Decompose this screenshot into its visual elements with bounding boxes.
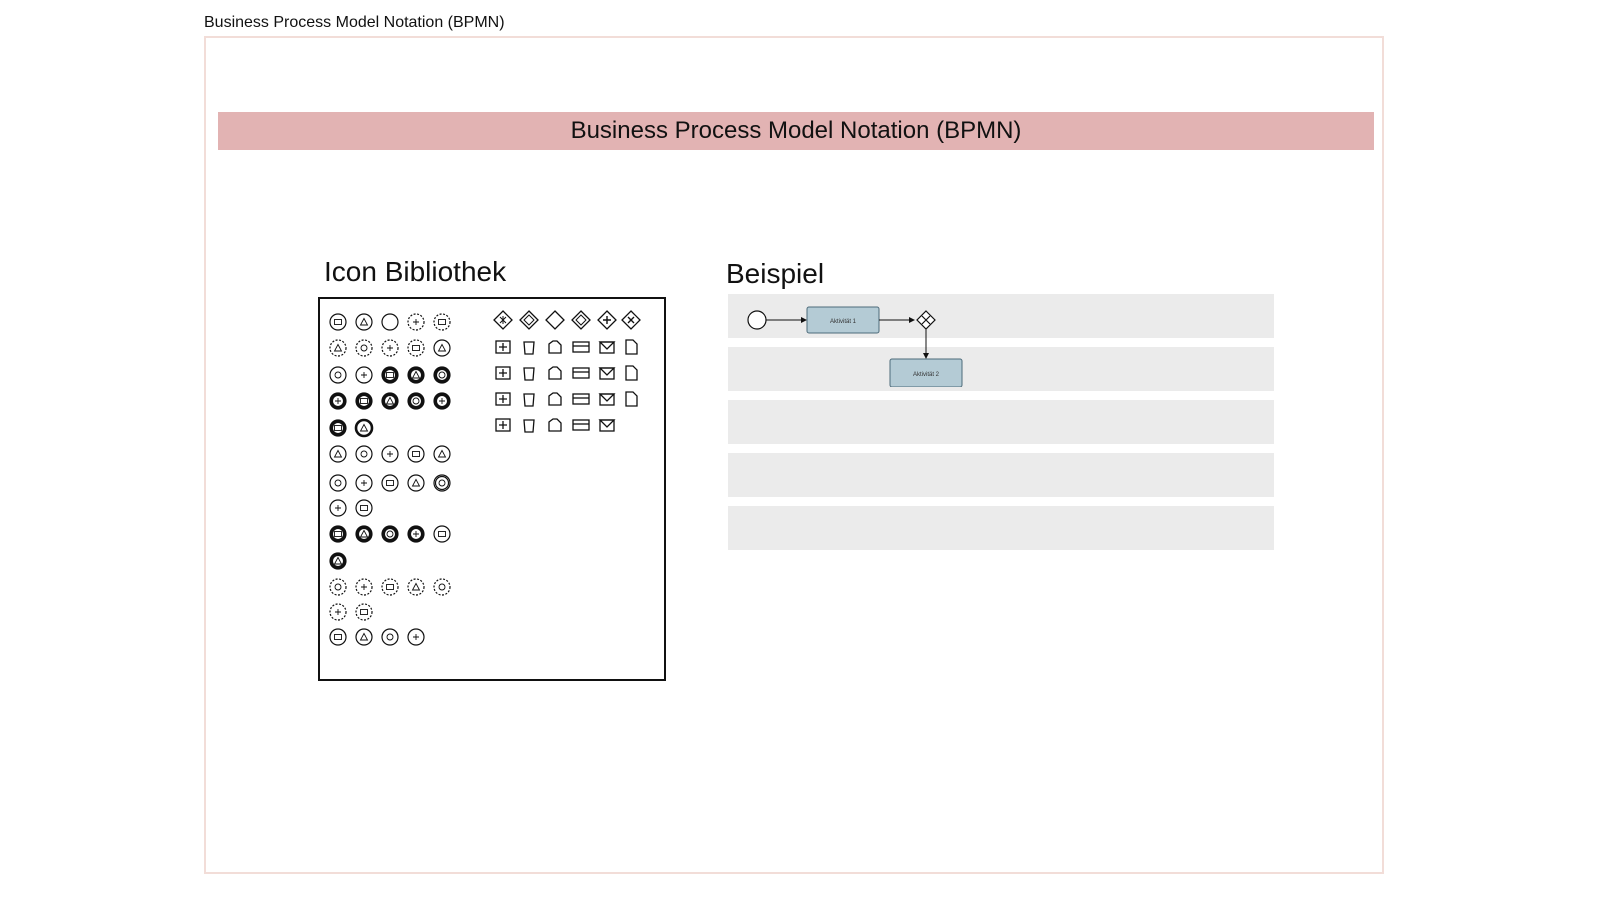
bpmn-marker-icon[interactable] [572,341,590,353]
bpmn-event-icon[interactable] [433,392,451,410]
bpmn-event-icon[interactable] [381,628,399,646]
bpmn-event-icon[interactable] [355,339,373,357]
bpmn-event-icon[interactable] [407,578,425,596]
bpmn-marker-icon[interactable] [598,393,616,406]
bpmn-marker-icon[interactable] [495,340,511,354]
bpmn-marker-icon[interactable] [523,367,535,381]
bpmn-marker-icon[interactable] [572,393,590,405]
bpmn-event-icon[interactable] [329,392,347,410]
bpmn-event-icon[interactable] [354,418,374,438]
bpmn-event-icon[interactable] [355,628,373,646]
bpmn-event-icon[interactable] [329,445,347,463]
bpmn-event-icon[interactable] [329,603,347,621]
bpmn-marker-icon[interactable] [548,418,562,432]
bpmn-event-icon[interactable] [381,474,399,492]
bpmn-event-icon[interactable] [407,474,425,492]
window-title: Business Process Model Notation (BPMN) [204,14,505,31]
bpmn-marker-icon[interactable] [598,367,616,380]
page-title-banner: Business Process Model Notation (BPMN) [218,112,1374,150]
bpmn-gateway-icon[interactable] [545,310,565,330]
bpmn-marker-icon[interactable] [523,341,535,355]
bpmn-event-icon[interactable] [407,366,425,384]
bpmn-event-icon[interactable] [433,578,451,596]
bpmn-marker-icon[interactable] [548,392,562,406]
pool-lane-4[interactable] [728,453,1274,497]
bpmn-event-icon[interactable] [381,313,399,331]
bpmn-event-icon[interactable] [433,366,451,384]
bpmn-event-icon[interactable] [407,525,425,543]
slide-canvas: Business Process Model Notation (BPMN) I… [204,36,1384,874]
bpmn-event-icon[interactable] [329,339,347,357]
bpmn-event-icon[interactable] [381,445,399,463]
bpmn-marker-icon[interactable] [495,418,511,432]
bpmn-marker-icon[interactable] [523,393,535,407]
bpmn-event-icon[interactable] [433,339,451,357]
bpmn-event-icon[interactable] [355,445,373,463]
task-activity-2[interactable] [889,358,963,387]
bpmn-event-icon[interactable] [433,525,451,543]
bpmn-event-icon[interactable] [433,474,451,492]
bpmn-gateway-icon[interactable] [493,310,513,330]
bpmn-marker-icon[interactable] [572,419,590,431]
bpmn-event-icon[interactable] [329,628,347,646]
pool-lane-2[interactable] [728,347,1274,391]
bpmn-event-icon[interactable] [433,313,451,331]
bpmn-event-icon[interactable] [355,525,373,543]
start-event-icon[interactable] [747,310,767,330]
bpmn-gateway-icon[interactable] [621,310,641,330]
bpmn-marker-icon[interactable] [625,365,638,381]
bpmn-event-icon[interactable] [355,313,373,331]
bpmn-event-icon[interactable] [407,445,425,463]
bpmn-event-icon[interactable] [407,313,425,331]
bpmn-event-icon[interactable] [329,419,347,437]
bpmn-event-icon[interactable] [329,499,347,517]
bpmn-marker-icon[interactable] [598,341,616,354]
icon-library-heading: Icon Bibliothek [324,256,507,287]
bpmn-gateway-icon[interactable] [597,310,617,330]
bpmn-gateway-icon[interactable] [519,310,539,330]
bpmn-event-icon[interactable] [355,578,373,596]
bpmn-event-icon[interactable] [329,578,347,596]
bpmn-event-icon[interactable] [407,628,425,646]
bpmn-event-icon[interactable] [355,499,373,517]
pool-lane-5[interactable] [728,506,1274,550]
bpmn-event-icon[interactable] [355,603,373,621]
bpmn-event-icon[interactable] [381,366,399,384]
bpmn-event-icon[interactable] [381,392,399,410]
bpmn-event-icon[interactable] [329,313,347,331]
bpmn-marker-icon[interactable] [572,367,590,379]
bpmn-marker-icon[interactable] [523,419,535,433]
bpmn-marker-icon[interactable] [625,339,638,355]
bpmn-event-icon[interactable] [355,474,373,492]
bpmn-marker-icon[interactable] [548,366,562,380]
icon-library-grid [329,310,641,646]
bpmn-event-icon[interactable] [433,445,451,463]
bpmn-event-icon[interactable] [329,525,347,543]
bpmn-event-icon[interactable] [381,578,399,596]
example-diagram: Aktivität 1 Aktivität 2 [747,306,963,387]
pool-lane-3[interactable] [728,400,1274,444]
bpmn-gateway-icon[interactable] [571,310,591,330]
bpmn-marker-icon[interactable] [625,391,638,407]
bpmn-event-icon[interactable] [355,366,373,384]
bpmn-marker-icon[interactable] [495,366,511,380]
bpmn-event-icon[interactable] [407,392,425,410]
bpmn-event-icon[interactable] [381,525,399,543]
bpmn-event-icon[interactable] [355,392,373,410]
bpmn-event-icon[interactable] [407,339,425,357]
bpmn-marker-icon[interactable] [548,340,562,354]
bpmn-event-icon[interactable] [329,552,347,570]
example-heading: Beispiel [726,258,825,289]
task-activity-1-label: Aktivität 1 [830,319,857,325]
bpmn-marker-icon[interactable] [598,419,616,432]
bpmn-event-icon[interactable] [329,474,347,492]
exclusive-gateway-icon[interactable] [916,310,936,330]
bpmn-marker-icon[interactable] [495,392,511,406]
bpmn-event-icon[interactable] [329,366,347,384]
task-activity-2-label: Aktivität 2 [913,372,940,378]
bpmn-event-icon[interactable] [381,339,399,357]
icon-library-panel [318,297,666,681]
